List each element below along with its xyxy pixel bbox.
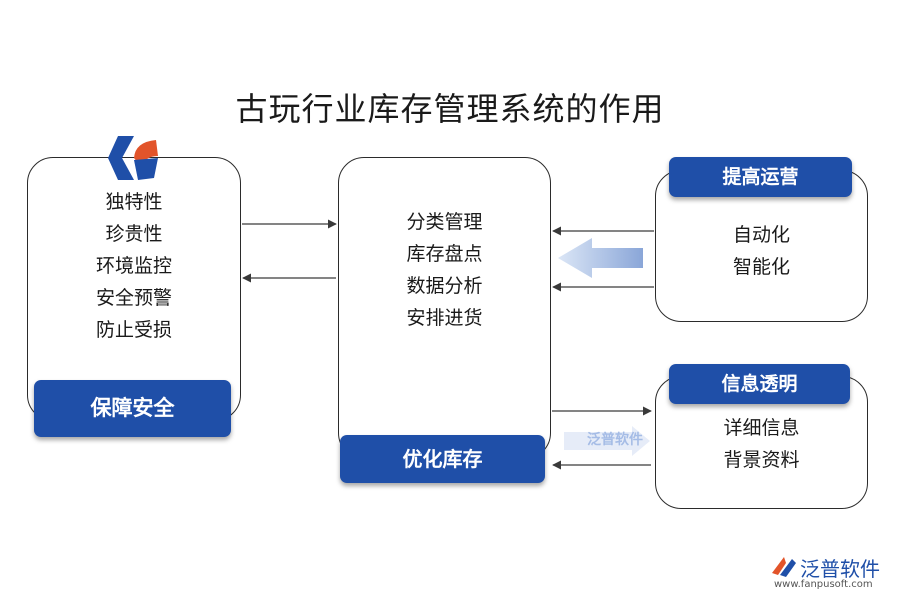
page-title: 古玩行业库存管理系统的作用 (235, 90, 665, 128)
list-item: 环境监控 (95, 255, 172, 277)
list-item: 背景资料 (723, 449, 800, 471)
list-item: 分类管理 (406, 211, 483, 233)
list-item: 智能化 (732, 256, 790, 278)
list-item: 安排进货 (406, 307, 483, 329)
list-item: 库存盘点 (406, 243, 483, 265)
list-item: 防止受损 (95, 319, 172, 341)
label-bar-protect-safety: 保障安全 (34, 380, 231, 437)
top-right-item-list: 自动化 智能化 (656, 219, 867, 283)
watermark: 泛普软件 (562, 424, 652, 458)
brand-name: 泛普软件 (800, 557, 880, 581)
watermark-text: 泛普软件 (587, 432, 643, 448)
brand-url: www.fanpusoft.com (774, 579, 873, 590)
label-bar-optimize-inventory: 优化库存 (340, 435, 545, 483)
bottom-right-item-list: 详细信息 背景资料 (656, 412, 867, 476)
list-item: 独特性 (105, 191, 163, 213)
logo-icon (108, 136, 158, 180)
box-protect-safety: 独特性 珍贵性 环境监控 安全预警 防止受损 (27, 157, 241, 421)
left-item-list: 独特性 珍贵性 环境监控 安全预警 防止受损 (28, 186, 240, 346)
big-arrow-left-icon (558, 238, 643, 278)
list-item: 数据分析 (406, 275, 483, 297)
center-item-list: 分类管理 库存盘点 数据分析 安排进货 (339, 206, 550, 334)
label-bar-info-transparency: 信息透明 (669, 364, 850, 404)
list-item: 珍贵性 (105, 223, 163, 245)
label-bar-improve-operation: 提高运营 (669, 157, 852, 197)
watermark-arrow-icon (564, 426, 650, 456)
list-item: 自动化 (732, 224, 790, 246)
list-item: 详细信息 (723, 417, 800, 439)
box-optimize-inventory: 分类管理 库存盘点 数据分析 安排进货 (338, 157, 551, 459)
brand-logo: 泛普软件 www.fanpusoft.com (770, 553, 895, 595)
list-item: 安全预警 (95, 287, 172, 309)
brand-mark-icon (772, 557, 796, 577)
